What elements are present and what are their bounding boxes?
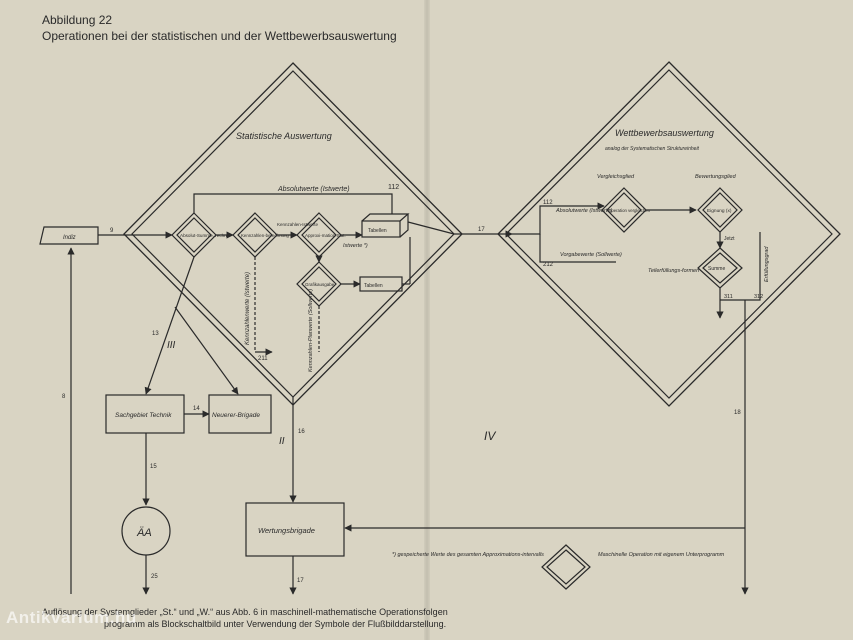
- figure-footer: Auflösung der Systemglieder „St.“ und „W…: [42, 606, 682, 630]
- kennzahl-out-text: Kennzahlen-Istwerte: [277, 222, 319, 227]
- flow-9: 9: [110, 228, 114, 234]
- flow-14: 14: [193, 406, 200, 412]
- wettbewerb-subtitle: analog der Systematischen Struktureinhei…: [605, 146, 700, 152]
- tabellen-1-text: Tabellen: [368, 228, 387, 234]
- vergleich-node: [601, 187, 647, 233]
- figure-header: Abbildung 22 Operationen bei der statist…: [42, 12, 397, 44]
- neuerer-text: Neuerer-Brigade: [212, 412, 260, 419]
- tabellen-box-1: [361, 220, 401, 238]
- footer-line-2: programm als Blockschaltbild unter Verwe…: [104, 619, 447, 629]
- sachgebiet-text: Sachgebiet Technik: [115, 412, 172, 419]
- col-bewertung: Bewertungsglied: [695, 174, 737, 180]
- watermark: Antikvarium.hu: [6, 608, 137, 627]
- flow-15: 15: [150, 464, 157, 470]
- r-absolut: Absolutwerte (Istwerte): [555, 208, 612, 214]
- kennzahl-box-text: Kennzahlen-berechnung: [241, 233, 289, 238]
- summe-text: Summe: [708, 266, 725, 272]
- tabellen-2-text: Tabellen: [364, 283, 383, 289]
- vertical-kennzahlen: Kennzahlenwerte (Istwerte): [245, 272, 251, 345]
- statistik-diamond: [123, 62, 463, 406]
- approx-box-text: Approxi-mation Stat.: [305, 233, 346, 238]
- figure-label: Abbildung 22: [42, 13, 113, 27]
- num-211: 211: [258, 356, 268, 362]
- r-311: 311: [724, 294, 733, 300]
- roman-III: III: [167, 340, 176, 351]
- r-312: 312: [754, 294, 763, 300]
- grafik-text: Grafikausgabe: [305, 282, 335, 287]
- planwerte-label: Kennzahlen-Planwerte (Sollwerte): [308, 289, 314, 372]
- flow-17: 17: [478, 227, 485, 233]
- tabellen-note: Istwerte *): [343, 243, 368, 249]
- wettbewerb-diamond: [497, 61, 841, 407]
- erfuellung-text: Erfüllungsgrad: [764, 246, 770, 282]
- absolut-summe-text: Absolut-Summe. rechn.: [180, 233, 228, 238]
- flow-25: 25: [151, 574, 158, 580]
- aa-text: ÄA: [136, 527, 152, 539]
- r-212: 212: [543, 262, 554, 268]
- page-fold: [424, 0, 430, 640]
- input-box-text: Indiz: [63, 235, 76, 241]
- input-box: [39, 226, 99, 245]
- statistik-title: Statistische Auswertung: [236, 131, 332, 141]
- corner-112: 112: [388, 184, 399, 191]
- eignung-text: Eignung (x): [707, 208, 732, 214]
- return-8: 8: [62, 394, 66, 400]
- r-112: 112: [543, 200, 553, 206]
- vorgabe-text: Vorgabewerte (Sollwerte): [560, 252, 622, 258]
- vergleich-text: Operation vergleichen: [608, 208, 651, 213]
- figure-caption: Operationen bei der statistischen und de…: [42, 29, 397, 43]
- legend-symbol: [541, 544, 591, 590]
- r-18: 18: [734, 410, 741, 416]
- footer-line-1: Auflösung der Systemglieder „St.“ und „W…: [42, 607, 448, 617]
- out-17: 17: [297, 578, 304, 584]
- wettbewerb-title: Wettbewerbsauswertung: [615, 128, 714, 138]
- wertung-box: [245, 502, 345, 557]
- legend-symbol-text: Maschinelle Operation mit eigenem Unterp…: [598, 552, 725, 558]
- wertung-text: Wertungsbrigade: [258, 526, 315, 535]
- absolutwerte-label: Absolutwerte (Istwerte): [277, 186, 350, 193]
- col-vergleich: Vergleichsglied: [597, 174, 635, 180]
- flow-13: 13: [152, 331, 159, 337]
- wettbewerb-diamond-inner: [505, 69, 833, 399]
- roman-II: II: [279, 436, 285, 447]
- roman-IV: IV: [484, 429, 496, 443]
- teilerfuellung-text: Teilerfüllungs-formen: [648, 268, 699, 274]
- jetzt-text: Jetzt: [724, 236, 735, 242]
- flow-16: 16: [298, 429, 305, 435]
- legend-footnote: *) gespeicherte Werte des gesamten Appro…: [392, 552, 544, 558]
